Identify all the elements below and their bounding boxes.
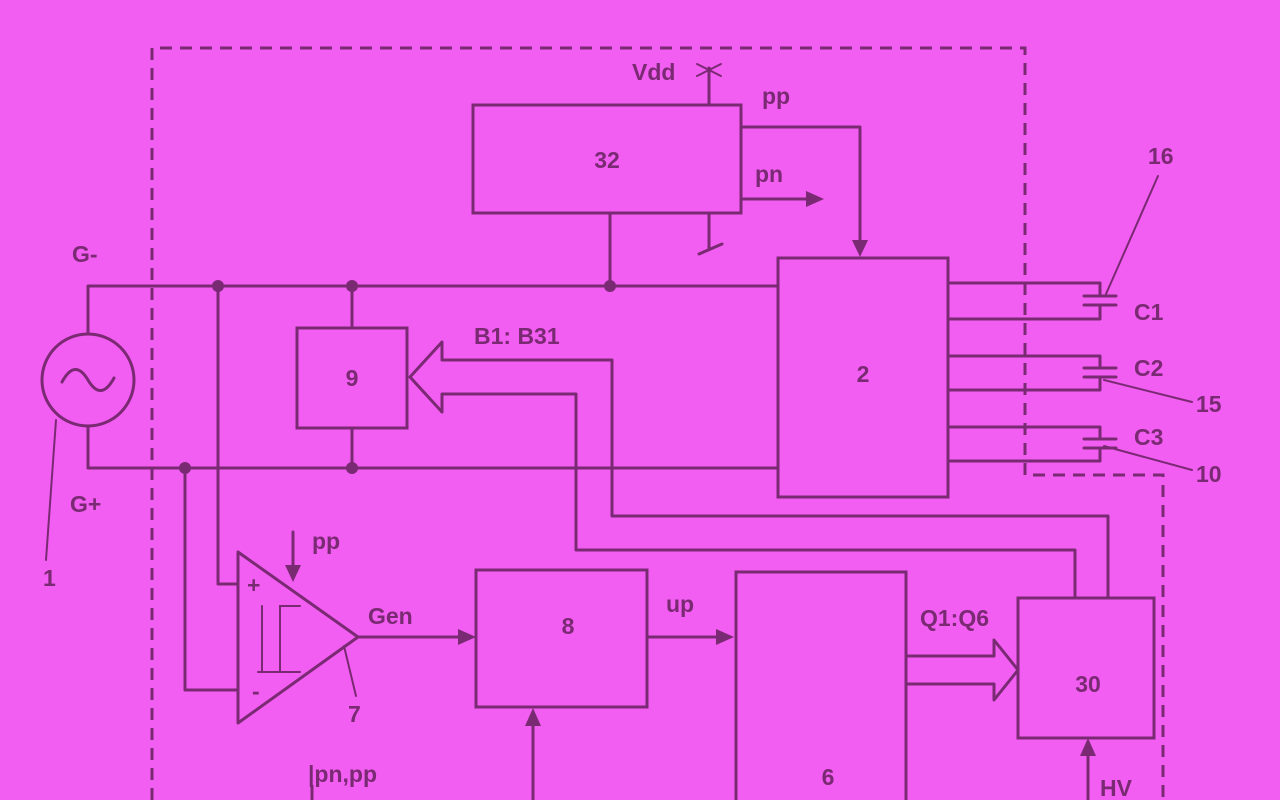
comparator-minus-sign: - xyxy=(252,678,260,704)
ref-1-label: 1 xyxy=(43,565,56,591)
ref-10-label: 10 xyxy=(1196,461,1222,487)
pp-arrowhead xyxy=(852,240,868,257)
block-2 xyxy=(776,256,950,499)
comparator-minus-input xyxy=(183,466,240,692)
c3-lead-top xyxy=(946,425,1102,441)
comparator-7 xyxy=(236,550,360,725)
c1-lead-bottom xyxy=(946,303,1102,321)
ref-16-label: 16 xyxy=(1148,143,1174,169)
block-32 xyxy=(471,103,743,215)
pn-pp-label: |pn,pp xyxy=(308,761,377,787)
gen-label: Gen xyxy=(368,603,413,629)
bus-q-label: Q1:Q6 xyxy=(920,605,989,631)
c2-lead-bottom xyxy=(946,375,1102,392)
bus-b-label: B1: B31 xyxy=(474,323,560,349)
enclosure-boundary xyxy=(150,46,1165,800)
block-9-label: 9 xyxy=(346,365,359,391)
g-plus-rail xyxy=(86,425,780,470)
hv-label: HV xyxy=(1100,775,1133,800)
g-minus-label: G- xyxy=(72,241,98,267)
ref-10-leader xyxy=(1103,445,1193,471)
up-label: up xyxy=(666,591,694,617)
comparator-plus-sign: + xyxy=(247,572,260,598)
gen-arrowhead xyxy=(458,629,476,645)
bus-q-arrow xyxy=(904,638,1020,702)
vdd-label: Vdd xyxy=(632,59,675,85)
hysteresis-icon xyxy=(257,605,301,673)
block-32-ground-bar xyxy=(697,242,724,256)
up-arrowhead xyxy=(716,629,734,645)
pn-top-label: pn xyxy=(755,161,783,187)
pp-top-label: pp xyxy=(762,83,790,109)
g-minus-rail xyxy=(86,284,780,334)
g-plus-label: G+ xyxy=(70,491,101,517)
ac-generator-symbol xyxy=(40,332,136,428)
block-6-label: 6 xyxy=(822,764,835,790)
ref-15-leader xyxy=(1103,379,1193,403)
ref-7-leader xyxy=(343,645,357,697)
c3-lead-bottom xyxy=(946,446,1102,463)
bus-b-arrow xyxy=(408,340,1110,600)
block-6 xyxy=(734,570,908,800)
c2-label: C2 xyxy=(1134,355,1163,381)
comparator-plus-input xyxy=(216,284,240,586)
block-30 xyxy=(1016,596,1156,740)
block-8-label: 8 xyxy=(562,613,575,639)
c2-lead-top xyxy=(946,354,1102,370)
block-32-label: 32 xyxy=(594,147,620,173)
ref-7-label: 7 xyxy=(348,701,361,727)
ref-1-leader xyxy=(45,419,57,561)
hv-arrowhead xyxy=(1080,738,1096,756)
pp-comparator-arrowhead xyxy=(285,565,301,582)
c3-label: C3 xyxy=(1134,424,1163,450)
block-2-label: 2 xyxy=(857,361,870,387)
block-9 xyxy=(295,326,409,430)
ac-generator-sine-icon xyxy=(60,368,116,392)
pp-signal-line xyxy=(739,125,862,244)
junction-dot xyxy=(604,280,616,292)
c1-label: C1 xyxy=(1134,299,1164,325)
c1-lead-top xyxy=(946,281,1102,298)
pp-comparator-label: pp xyxy=(312,528,340,554)
pn-arrowhead xyxy=(806,191,824,207)
block-8-input-arrowhead xyxy=(525,708,541,726)
ref-15-label: 15 xyxy=(1196,391,1222,417)
ref-16-leader xyxy=(1105,175,1159,295)
block-30-label: 30 xyxy=(1075,671,1101,697)
vdd-cross-b xyxy=(696,63,722,77)
